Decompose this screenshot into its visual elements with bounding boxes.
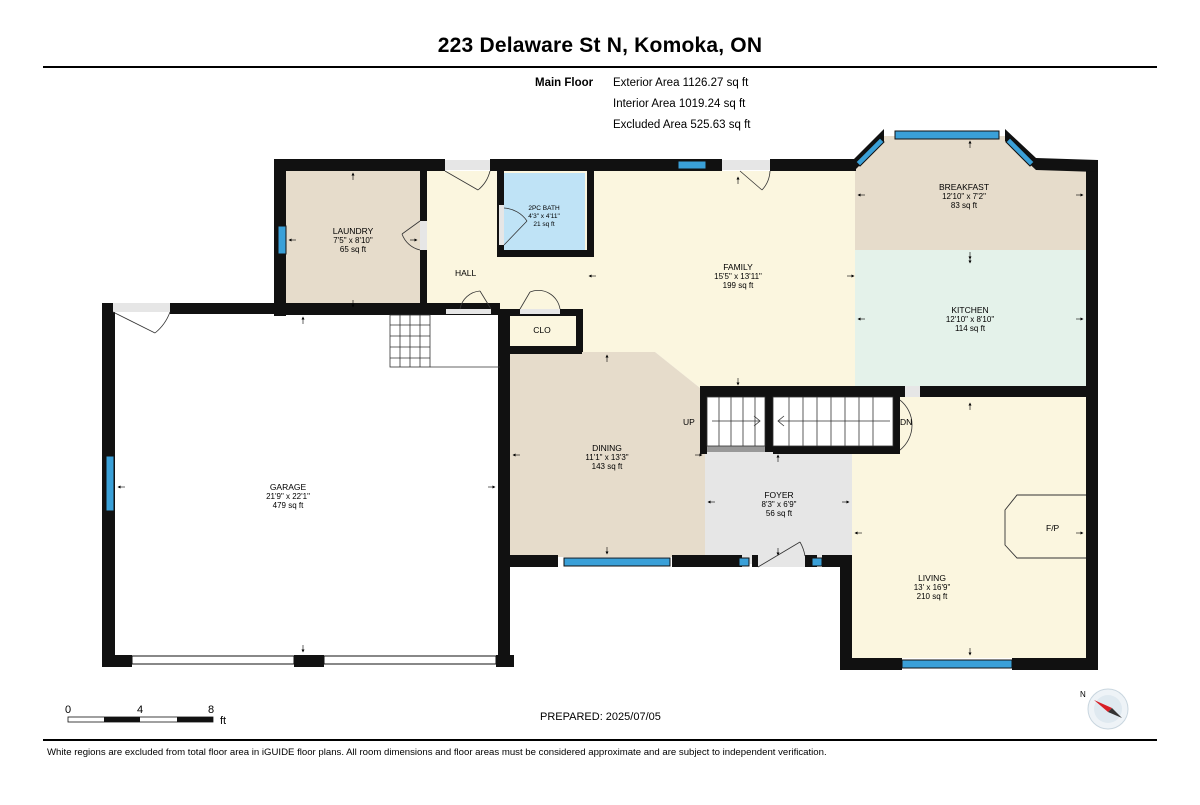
stairs-garage — [389, 314, 500, 368]
foyer-area: 56 sq ft — [766, 509, 793, 518]
compass-icon: N — [1080, 688, 1129, 730]
exterior-area: Exterior Area 1126.27 sq ft — [613, 77, 749, 89]
foyer-dims: 8'3" x 6'9" — [762, 500, 797, 509]
family-name: FAMILY — [723, 262, 753, 272]
breakfast-area: 83 sq ft — [951, 201, 978, 210]
windows — [105, 130, 1035, 669]
bath-area: 21 sq ft — [533, 221, 555, 228]
garage-name: GARAGE — [270, 482, 307, 492]
laundry-area: 65 sq ft — [340, 245, 367, 254]
laundry-fill — [286, 171, 420, 309]
stairs-up-label: UP — [683, 417, 695, 427]
footer-disclaimer: White regions are excluded from total fl… — [47, 747, 827, 758]
bottom-divider — [43, 739, 1157, 741]
fireplace-label: F/P — [1046, 523, 1060, 533]
living-dims: 13' x 16'9" — [914, 583, 951, 592]
kitchen-fill — [855, 250, 1086, 388]
kitchen-name: KITCHEN — [951, 305, 988, 315]
garage-area: 479 sq ft — [273, 501, 304, 510]
fireplace-outline — [1004, 494, 1086, 559]
scale-unit: ft — [220, 715, 226, 727]
doors — [112, 160, 920, 568]
stairs-down-label: DN — [900, 417, 912, 427]
dining-dims: 11'1" x 13'3" — [585, 453, 628, 462]
dining-name: DINING — [592, 443, 622, 453]
hall-name: HALL — [455, 268, 477, 278]
living-name: LIVING — [918, 573, 946, 583]
kitchen-dims: 12'10" x 8'10" — [946, 315, 994, 324]
garage-dims: 21'9" x 22'1" — [266, 492, 310, 501]
scale-tick-4: 4 — [137, 704, 143, 716]
top-divider — [43, 66, 1157, 68]
bath-name: 2PC BATH — [528, 205, 560, 212]
dimension-arrows — [117, 140, 1084, 656]
laundry-dims: 7'5" x 8'10" — [333, 236, 373, 245]
scale-bar: 0 4 8 ft — [65, 704, 226, 727]
stairs-down — [772, 396, 894, 447]
stairs-up — [706, 396, 766, 447]
family-area: 199 sq ft — [723, 281, 754, 290]
bath-dims: 4'3" x 4'11" — [528, 213, 560, 220]
floor-label: Main Floor — [535, 77, 594, 89]
scale-tick-8: 8 — [208, 704, 214, 716]
prepared-date: PREPARED: 2025/07/05 — [540, 711, 661, 723]
clo-name: CLO — [533, 325, 551, 335]
living-area: 210 sq ft — [917, 592, 948, 601]
dining-fill — [510, 352, 705, 557]
family-dims: 15'5" x 13'11" — [714, 272, 762, 281]
foyer-fill — [705, 452, 852, 564]
foyer-name: FOYER — [764, 490, 793, 500]
compass-north: N — [1080, 690, 1086, 699]
dining-area: 143 sq ft — [592, 462, 623, 471]
breakfast-dims: 12'10" x 7'2" — [942, 192, 986, 201]
scale-tick-0: 0 — [65, 704, 71, 716]
laundry-name: LAUNDRY — [333, 226, 374, 236]
interior-area: Interior Area 1019.24 sq ft — [613, 98, 746, 110]
kitchen-area: 114 sq ft — [955, 324, 986, 333]
breakfast-name: BREAKFAST — [939, 182, 989, 192]
page-title: 223 Delaware St N, Komoka, ON — [437, 34, 763, 57]
excluded-area: Excluded Area 525.63 sq ft — [613, 119, 751, 131]
garage-door — [131, 655, 497, 665]
